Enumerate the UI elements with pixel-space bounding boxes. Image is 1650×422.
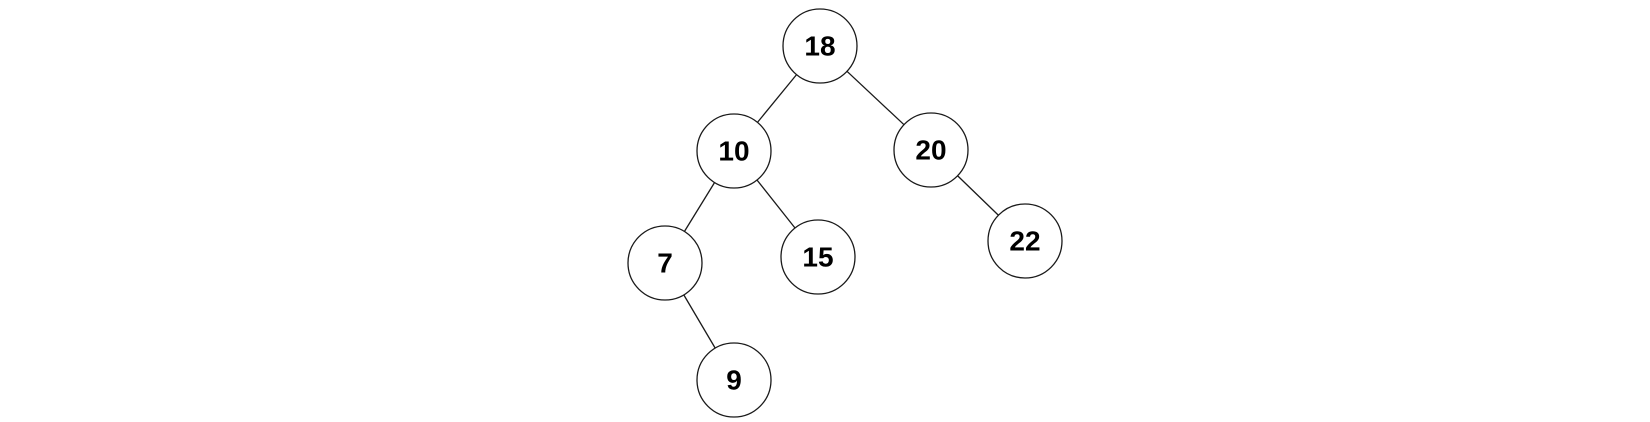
node-circle: [696, 342, 772, 418]
tree-node-7: 7: [627, 225, 703, 301]
tree-node-9: 9: [696, 342, 772, 418]
edges-layer: [683, 70, 999, 349]
edge-20-22: [957, 175, 999, 216]
nodes-layer: 18 10 20 7 15 22 9: [627, 8, 1063, 418]
edge-18-10: [756, 74, 798, 123]
node-label: 15: [802, 242, 833, 273]
node-circle: [893, 112, 969, 188]
node-label: 7: [657, 248, 673, 279]
tree-node-22: 22: [987, 203, 1063, 279]
tree-node-20: 20: [893, 112, 969, 188]
tree-node-18: 18: [782, 8, 858, 84]
node-label: 10: [718, 136, 749, 167]
node-label: 18: [804, 31, 835, 62]
edge-18-20: [846, 70, 905, 126]
node-label: 22: [1009, 226, 1040, 257]
edge-10-7: [683, 182, 716, 232]
node-circle: [696, 113, 772, 189]
node-label: 9: [726, 365, 742, 396]
node-label: 20: [915, 135, 946, 166]
edge-10-15: [756, 179, 796, 229]
node-circle: [782, 8, 858, 84]
node-circle: [987, 203, 1063, 279]
edge-7-9: [683, 294, 716, 349]
node-circle: [627, 225, 703, 301]
tree-node-15: 15: [780, 219, 856, 295]
tree-node-10: 10: [696, 113, 772, 189]
node-circle: [780, 219, 856, 295]
